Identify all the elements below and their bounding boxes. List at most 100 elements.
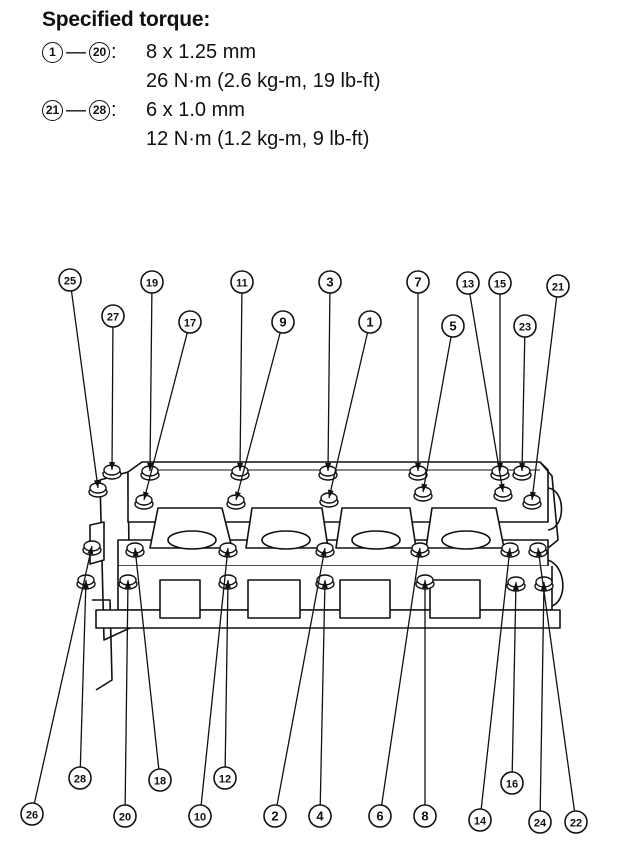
- callout-number: 15: [494, 279, 506, 291]
- callout-circle: [68, 766, 92, 790]
- leader-arrow-19: [147, 462, 154, 471]
- range-start-badge: 21: [42, 100, 63, 121]
- callout-circle: [406, 270, 430, 294]
- callout-circle: [468, 808, 492, 832]
- callout-number: 9: [279, 315, 286, 330]
- leader-21: [531, 296, 558, 501]
- callout-15: 15: [488, 271, 512, 295]
- bolt-size: 6 x 1.0 mm: [146, 99, 245, 121]
- callout-number: 28: [74, 774, 86, 786]
- callout-25: 25: [58, 268, 82, 292]
- callout-23: 23: [513, 314, 537, 338]
- leader-5: [422, 336, 452, 493]
- callout-number: 5: [449, 319, 456, 334]
- callout-circle: [368, 804, 392, 828]
- leader-24: [539, 581, 545, 812]
- callout-number: 4: [316, 809, 324, 824]
- leader-9: [235, 332, 281, 501]
- callout-number: 13: [462, 279, 474, 291]
- callout-27: 27: [101, 304, 125, 328]
- callout-circle: [58, 268, 82, 292]
- leader-18: [134, 547, 160, 770]
- leader-arrow-28: [82, 580, 89, 589]
- leader-2: [276, 547, 326, 806]
- callout-17: 17: [178, 310, 202, 334]
- callout-19: 19: [140, 270, 164, 294]
- callout-circle: [263, 804, 287, 828]
- leader-27: [111, 326, 114, 471]
- leader-arrow-16: [512, 582, 519, 591]
- callout-circle: [500, 771, 524, 795]
- bolt-range: 1 — 20 :: [42, 38, 142, 67]
- leader-arrow-7: [415, 463, 421, 471]
- leader-arrow-23: [519, 462, 526, 471]
- range-end-badge: 20: [89, 42, 110, 63]
- callout-circle: [101, 304, 125, 328]
- leader-16: [511, 581, 517, 773]
- callout-number: 10: [194, 812, 206, 824]
- range-end-badge: 28: [89, 100, 110, 121]
- leader-arrow-27: [109, 461, 116, 470]
- callout-circle: [564, 810, 588, 834]
- leader-arrow-26: [87, 546, 94, 555]
- callout-number: 17: [184, 318, 196, 330]
- leader-arrow-22: [536, 548, 543, 557]
- callout-number: 23: [519, 322, 531, 334]
- callout-4: 4: [308, 804, 332, 828]
- leader-20: [124, 579, 129, 806]
- range-start-badge: 1: [42, 42, 63, 63]
- bolt-21: [522, 494, 542, 510]
- callout-10: 10: [188, 804, 212, 828]
- callout-number: 6: [376, 809, 383, 824]
- leader-arrow-2: [320, 548, 327, 557]
- leader-23: [521, 336, 526, 472]
- callout-3: 3: [318, 270, 342, 294]
- callout-number: 18: [154, 776, 166, 788]
- callout-circle: [456, 271, 480, 295]
- callout-5: 5: [441, 314, 465, 338]
- callout-number: 27: [107, 312, 119, 324]
- spec-row-1: 1 — 20 : 8 x 1.25 mm: [42, 38, 582, 67]
- callout-number: 1: [366, 315, 373, 330]
- leader-1: [328, 332, 369, 499]
- callout-18: 18: [148, 768, 172, 792]
- torque-value: 12 N·m (1.2 kg-m, 9 lb-ft): [146, 128, 370, 150]
- callout-circle: [213, 766, 237, 790]
- spec-title: Specified torque:: [42, 8, 211, 31]
- callout-24: 24: [528, 810, 552, 834]
- callout-11: 11: [230, 270, 254, 294]
- torque-value: 26 N·m (2.6 kg-m, 19 lb-ft): [146, 70, 381, 92]
- callout-number: 22: [570, 818, 582, 830]
- leader-19: [149, 292, 153, 472]
- callout-28: 28: [68, 766, 92, 790]
- callout-circle: [308, 804, 332, 828]
- leader-arrow-20: [124, 580, 131, 589]
- leader-arrow-1: [327, 489, 334, 498]
- leader-3: [327, 292, 331, 472]
- callout-8: 8: [413, 804, 437, 828]
- callout-9: 9: [271, 310, 295, 334]
- callout-2: 2: [263, 804, 287, 828]
- bolt-range: 21 — 28 :: [42, 96, 142, 125]
- callout-number: 25: [64, 276, 76, 288]
- callout-number: 2: [271, 809, 278, 824]
- torque-specification: Specified torque: 1 — 20 : 8 x 1.25 mm 2…: [42, 8, 582, 154]
- callout-number: 24: [534, 818, 547, 830]
- leader-arrow-18: [132, 548, 139, 557]
- leader-arrow-5: [421, 483, 428, 492]
- callout-14: 14: [468, 808, 492, 832]
- callout-number: 21: [552, 282, 564, 294]
- callout-number: 11: [236, 278, 248, 290]
- callout-12: 12: [213, 766, 237, 790]
- callout-number: 7: [414, 275, 421, 290]
- callout-circle: [413, 804, 437, 828]
- leader-arrow-21: [529, 491, 536, 500]
- leader-arrow-15: [497, 463, 503, 471]
- leader-arrow-9: [235, 491, 241, 500]
- callout-circle: [140, 270, 164, 294]
- callout-number: 3: [326, 275, 333, 290]
- leader-arrow-8: [422, 580, 428, 588]
- leader-arrow-24: [540, 582, 547, 591]
- callout-number: 16: [506, 779, 518, 791]
